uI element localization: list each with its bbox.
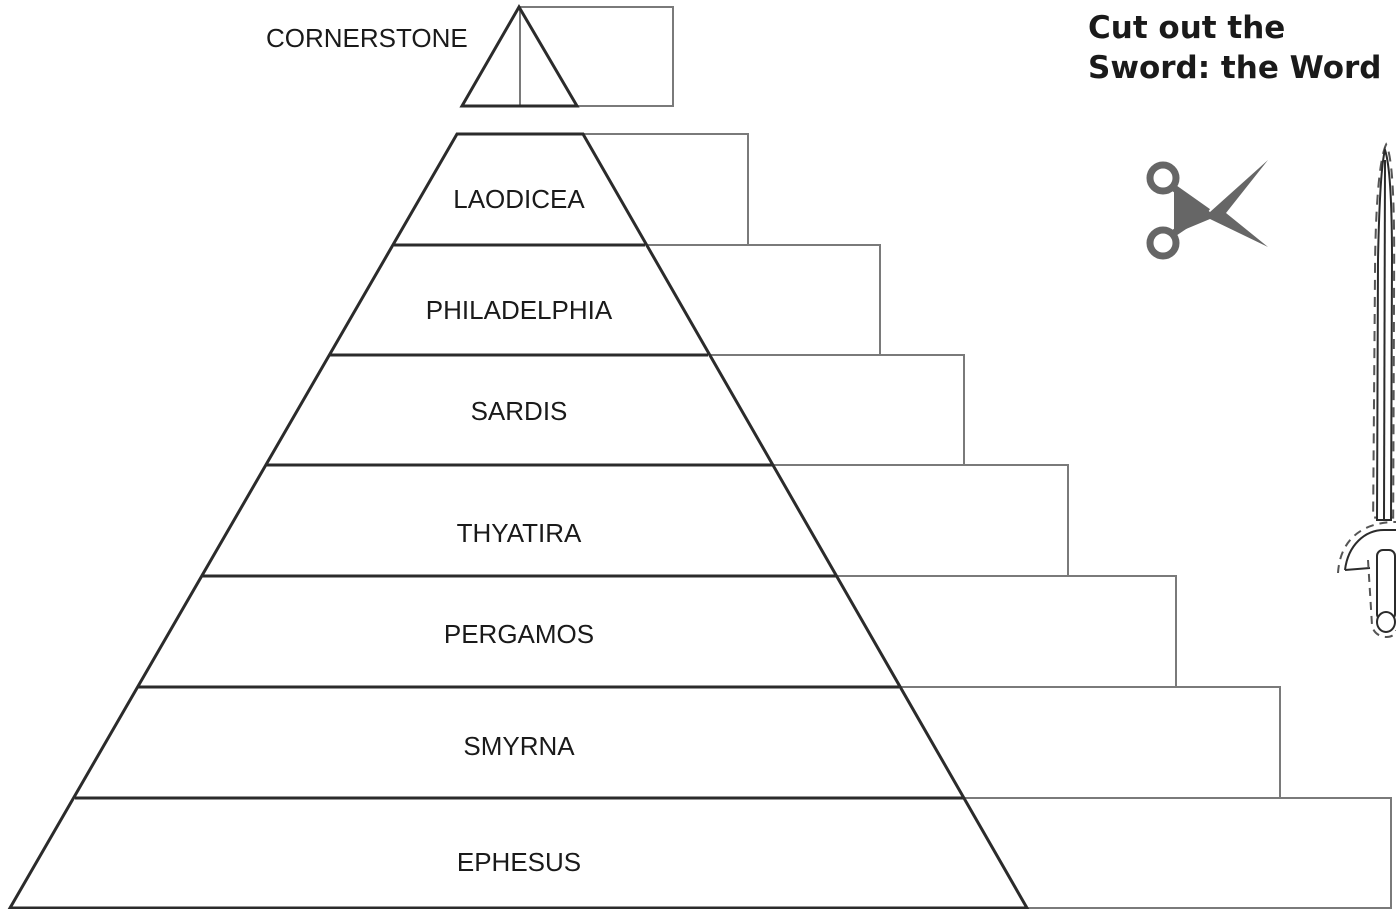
instruction-line-1: Cut out the — [1088, 10, 1286, 46]
tier-label-ephesus: EPHESUS — [457, 847, 581, 877]
cornerstone-label: CORNERSTONE — [266, 23, 468, 53]
tier-label-laodicea: LAODICEA — [453, 184, 585, 214]
tier-labels: LAODICEA PHILADELPHIA SARDIS THYATIRA PE… — [426, 184, 613, 877]
tier-label-philadelphia: PHILADELPHIA — [426, 295, 613, 325]
cornerstone: CORNERSTONE — [266, 4, 674, 108]
tier-label-smyrna: SMYRNA — [463, 731, 575, 761]
pyramid-body — [7, 132, 1030, 909]
pyramid — [7, 132, 1030, 909]
tab-ephesus — [962, 797, 1392, 909]
instruction-line-2: Sword: the Word — [1088, 50, 1382, 86]
cornerstone-triangle — [459, 4, 580, 108]
instruction-heading: Cut out the Sword: the Word — [1088, 8, 1382, 88]
scissors-icon — [1146, 160, 1268, 260]
sword-icon — [1337, 142, 1396, 638]
tier-label-thyatira: THYATIRA — [457, 518, 582, 548]
tier-label-sardis: SARDIS — [471, 396, 568, 426]
tab-smyrna — [898, 686, 1281, 799]
tier-label-pergamos: PERGAMOS — [444, 619, 594, 649]
cornerstone-tab — [519, 6, 674, 107]
